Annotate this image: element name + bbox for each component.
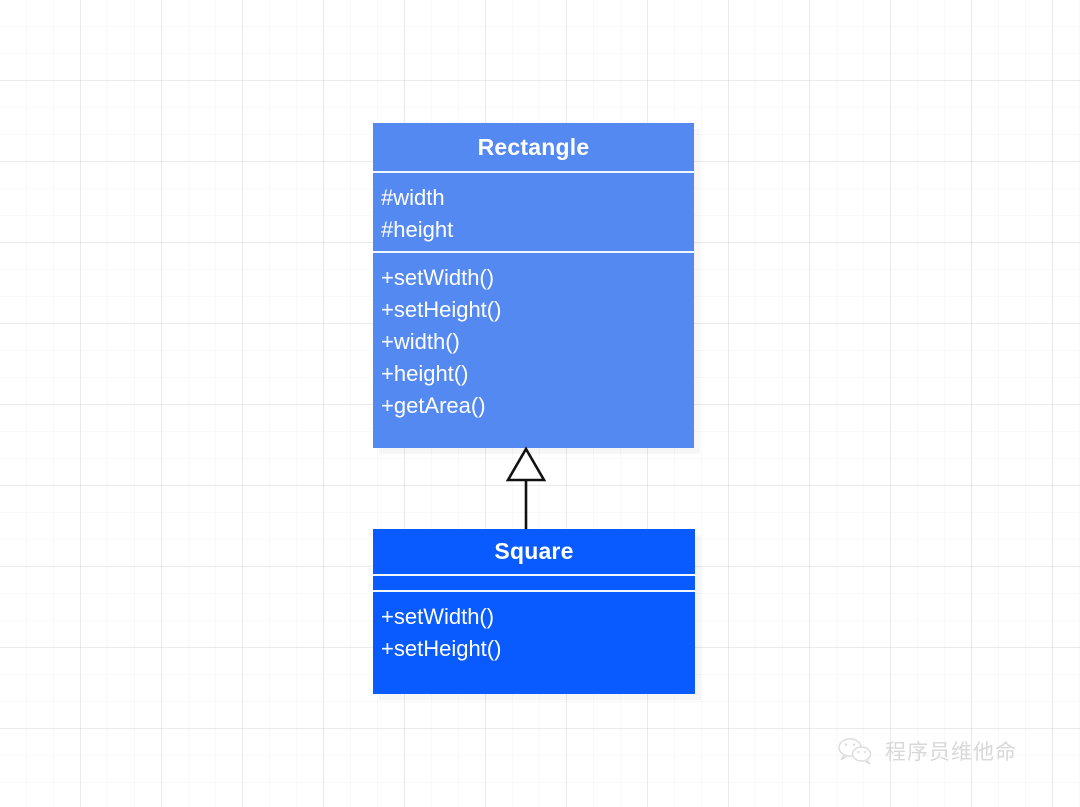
class-name-square: Square <box>494 538 574 564</box>
compartment-separator <box>373 171 694 173</box>
uml-class-rectangle[interactable]: Rectangle #width #height +setWidth() +se… <box>373 123 694 448</box>
operations-compartment-square: +setWidth() +setHeight() <box>373 592 695 674</box>
operation-item: +setWidth() <box>381 265 495 290</box>
attribute-item: #height <box>381 217 454 242</box>
operation-item: +setWidth() <box>381 604 495 629</box>
wechat-icon <box>838 738 872 765</box>
compartment-separator <box>373 251 694 253</box>
watermark-text: 程序员维他命 <box>885 740 1017 764</box>
compartment-separator <box>373 574 695 576</box>
operation-item: +width() <box>381 329 460 354</box>
attribute-item: #width <box>381 185 445 210</box>
attributes-compartment-square <box>373 576 695 590</box>
uml-class-square[interactable]: Square +setWidth() +setHeight() <box>373 529 695 694</box>
operation-item: +getArea() <box>381 393 486 418</box>
operation-item: +setHeight() <box>381 297 502 322</box>
compartment-separator <box>373 590 695 592</box>
operations-compartment-rectangle: +setWidth() +setHeight() +width() +heigh… <box>373 253 694 431</box>
attributes-compartment-rectangle: #width #height <box>373 173 694 251</box>
watermark: 程序员维他命 <box>836 735 1017 767</box>
class-name-rectangle: Rectangle <box>477 134 590 160</box>
operation-item: +setHeight() <box>381 636 502 661</box>
hollow-triangle-icon <box>505 446 547 482</box>
generalization-arrow-square-to-rectangle[interactable] <box>490 446 570 538</box>
operation-item: +height() <box>381 361 469 386</box>
